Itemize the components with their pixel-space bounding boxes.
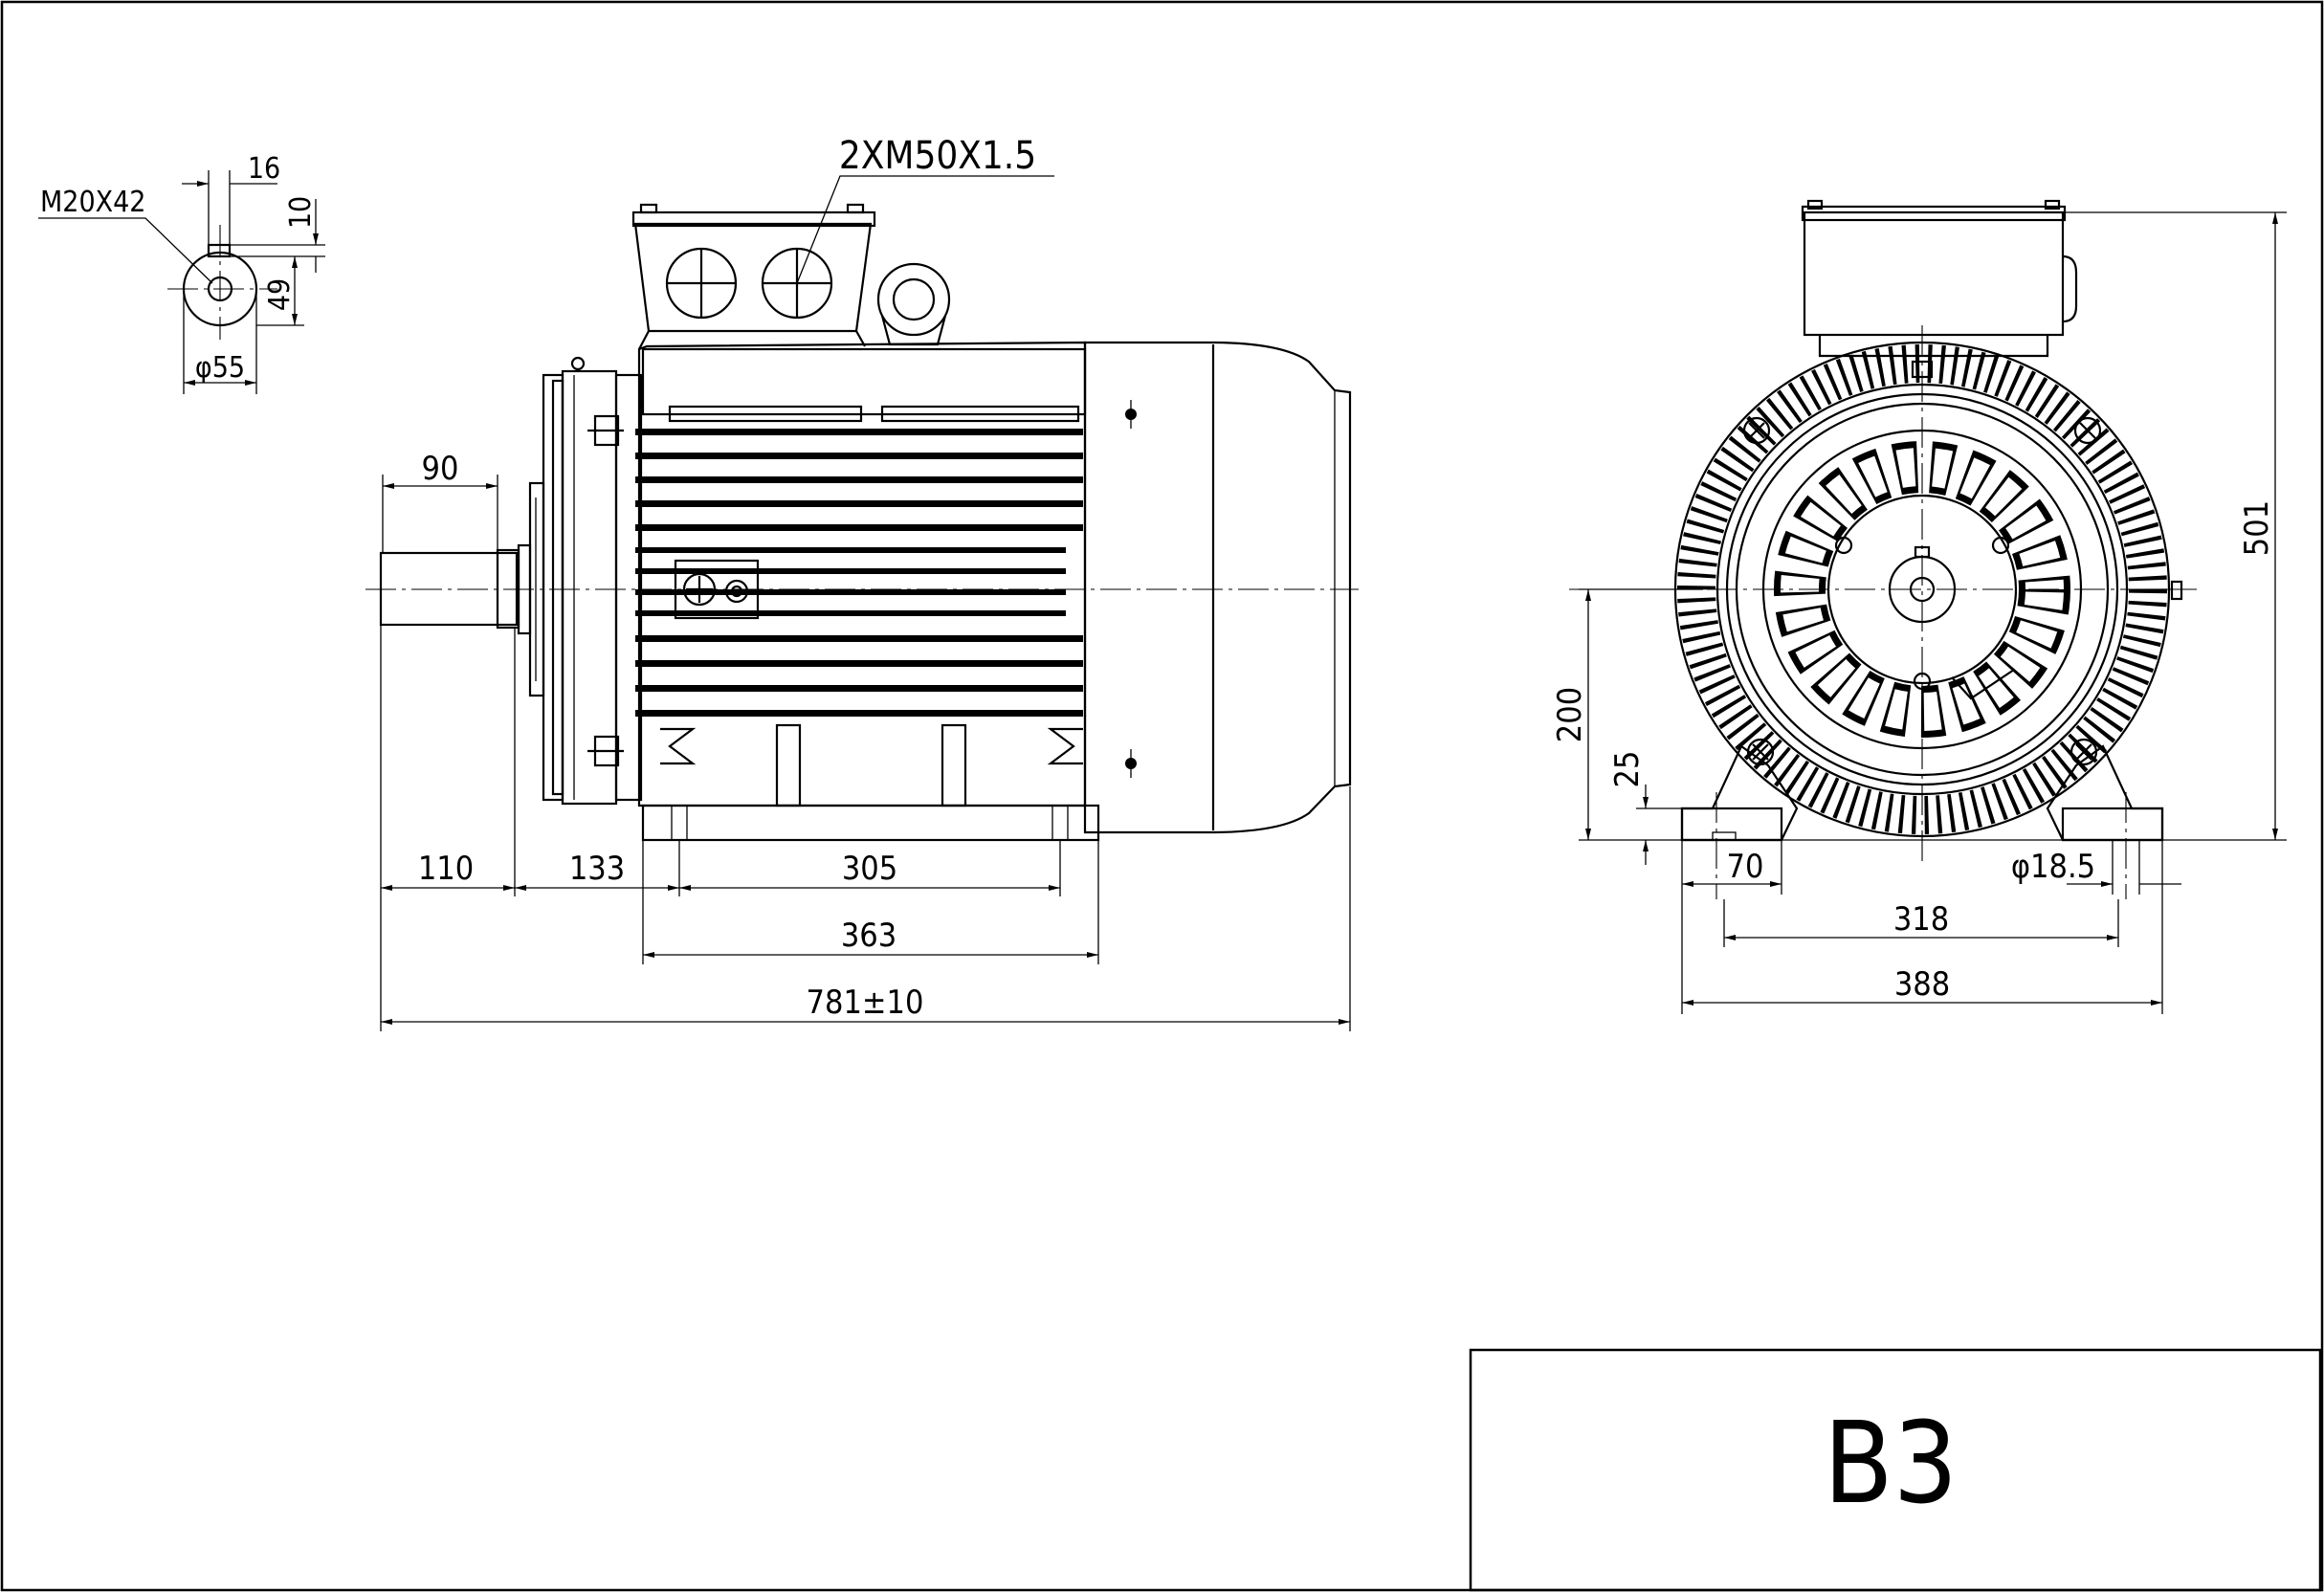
side-view: 2XM50X1.5 90 110 133 305 363 781±10	[365, 134, 1359, 1031]
thread-label: M20X42	[40, 186, 145, 219]
shaft-length-label: 90	[422, 450, 459, 488]
frame-cooling-fins	[635, 429, 1083, 717]
overall-length-label: 781±10	[807, 984, 924, 1022]
shaft-height-label: 200	[1551, 687, 1589, 742]
foot-length-label: 363	[841, 917, 896, 955]
foot-thickness-label: 25	[1608, 751, 1647, 788]
title-block	[1469, 1348, 2322, 1592]
cable-gland-label: 2XM50X1.5	[839, 134, 1036, 178]
foot-offset-label: 133	[569, 850, 625, 888]
overall-height-label: 501	[2238, 500, 2276, 556]
keyway-width-label: 16	[248, 152, 280, 186]
key-depth-label: 49	[263, 278, 297, 311]
foot-hole-diameter-label: φ18.5	[2011, 848, 2095, 886]
shaft-diameter-label: φ55	[195, 351, 245, 385]
front-view: 501 200 25 70 φ18.5 318 388	[1551, 199, 2287, 1014]
foot-hole-spacing-label: 305	[842, 850, 897, 888]
base-width-label: 388	[1894, 965, 1950, 1004]
foot-width-label: 70	[1727, 848, 1764, 886]
shaft-extension-label: 110	[418, 850, 474, 888]
shaft-end-detail: M20X42 16 10 49 φ55	[38, 152, 325, 394]
foot-hole-span-label: 318	[1893, 900, 1949, 939]
key-height-label: 10	[284, 196, 318, 229]
title-block-label: B3	[1824, 1397, 1958, 1529]
